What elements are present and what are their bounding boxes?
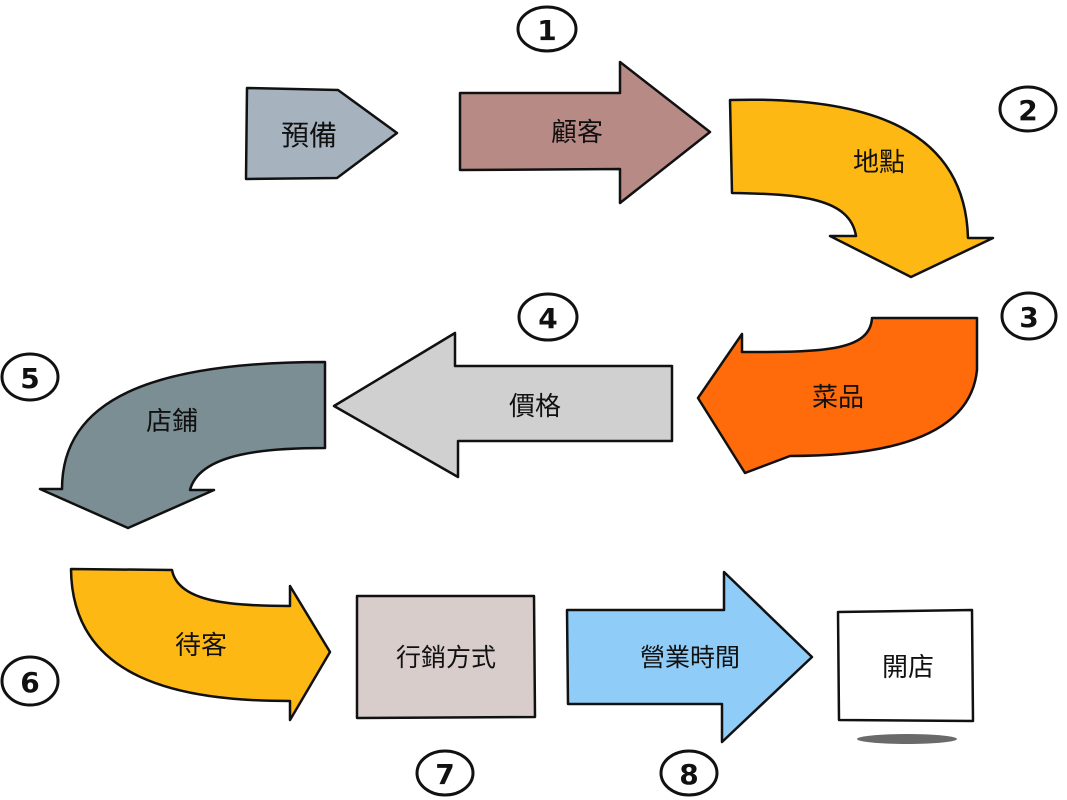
- step-price-label: 價格: [509, 392, 561, 422]
- svg-text:3: 3: [1019, 301, 1038, 334]
- number-7: 7: [415, 749, 475, 797]
- step-location-shape: [728, 98, 995, 279]
- step-preparation: 預備: [244, 86, 399, 181]
- svg-text:5: 5: [20, 362, 39, 395]
- opening-shadow: [857, 734, 957, 744]
- step-opening: 開店: [836, 608, 975, 744]
- svg-text:6: 6: [20, 666, 39, 699]
- step-store-shape: [38, 360, 327, 530]
- step-hospitality-label: 待客: [175, 631, 227, 661]
- step-marketing: 行銷方式: [355, 594, 537, 720]
- step-location: 地點: [728, 98, 995, 279]
- step-business-hours-label: 營業時間: [640, 643, 740, 672]
- svg-text:7: 7: [435, 758, 454, 791]
- step-store-label: 店鋪: [146, 407, 198, 437]
- step-business-hours: 營業時間: [565, 570, 814, 744]
- step-price-shape: [332, 331, 674, 479]
- step-business-hours-shape: [565, 570, 814, 744]
- svg-text:4: 4: [538, 302, 557, 335]
- step-price: 價格: [332, 331, 674, 479]
- number-4: 4: [517, 292, 579, 342]
- step-dishes-shape: [696, 316, 979, 475]
- step-hospitality: 待客: [69, 567, 332, 722]
- step-preparation-shape: [244, 86, 399, 181]
- number-1: 1: [516, 5, 578, 53]
- number-5: 5: [0, 352, 60, 402]
- step-dishes-label: 菜品: [812, 383, 864, 413]
- number-8: 8: [659, 749, 719, 797]
- step-opening-shape: [836, 608, 975, 723]
- step-preparation-label: 預備: [281, 119, 337, 152]
- svg-text:2: 2: [1018, 94, 1037, 127]
- svg-text:8: 8: [679, 758, 698, 791]
- step-customer-label: 顧客: [551, 118, 603, 148]
- step-location-label: 地點: [853, 148, 905, 178]
- step-hospitality-shape: [69, 567, 332, 722]
- step-store: 店鋪: [38, 360, 327, 530]
- step-opening-label: 開店: [882, 653, 934, 683]
- step-marketing-shape: [355, 594, 537, 720]
- number-3: 3: [1000, 291, 1058, 341]
- step-customer: 顧客: [458, 60, 712, 205]
- step-marketing-label: 行銷方式: [396, 643, 496, 672]
- svg-text:1: 1: [537, 14, 556, 47]
- number-6: 6: [0, 655, 60, 707]
- number-2: 2: [998, 85, 1058, 133]
- step-customer-shape: [458, 60, 712, 205]
- step-dishes: 菜品: [696, 316, 979, 475]
